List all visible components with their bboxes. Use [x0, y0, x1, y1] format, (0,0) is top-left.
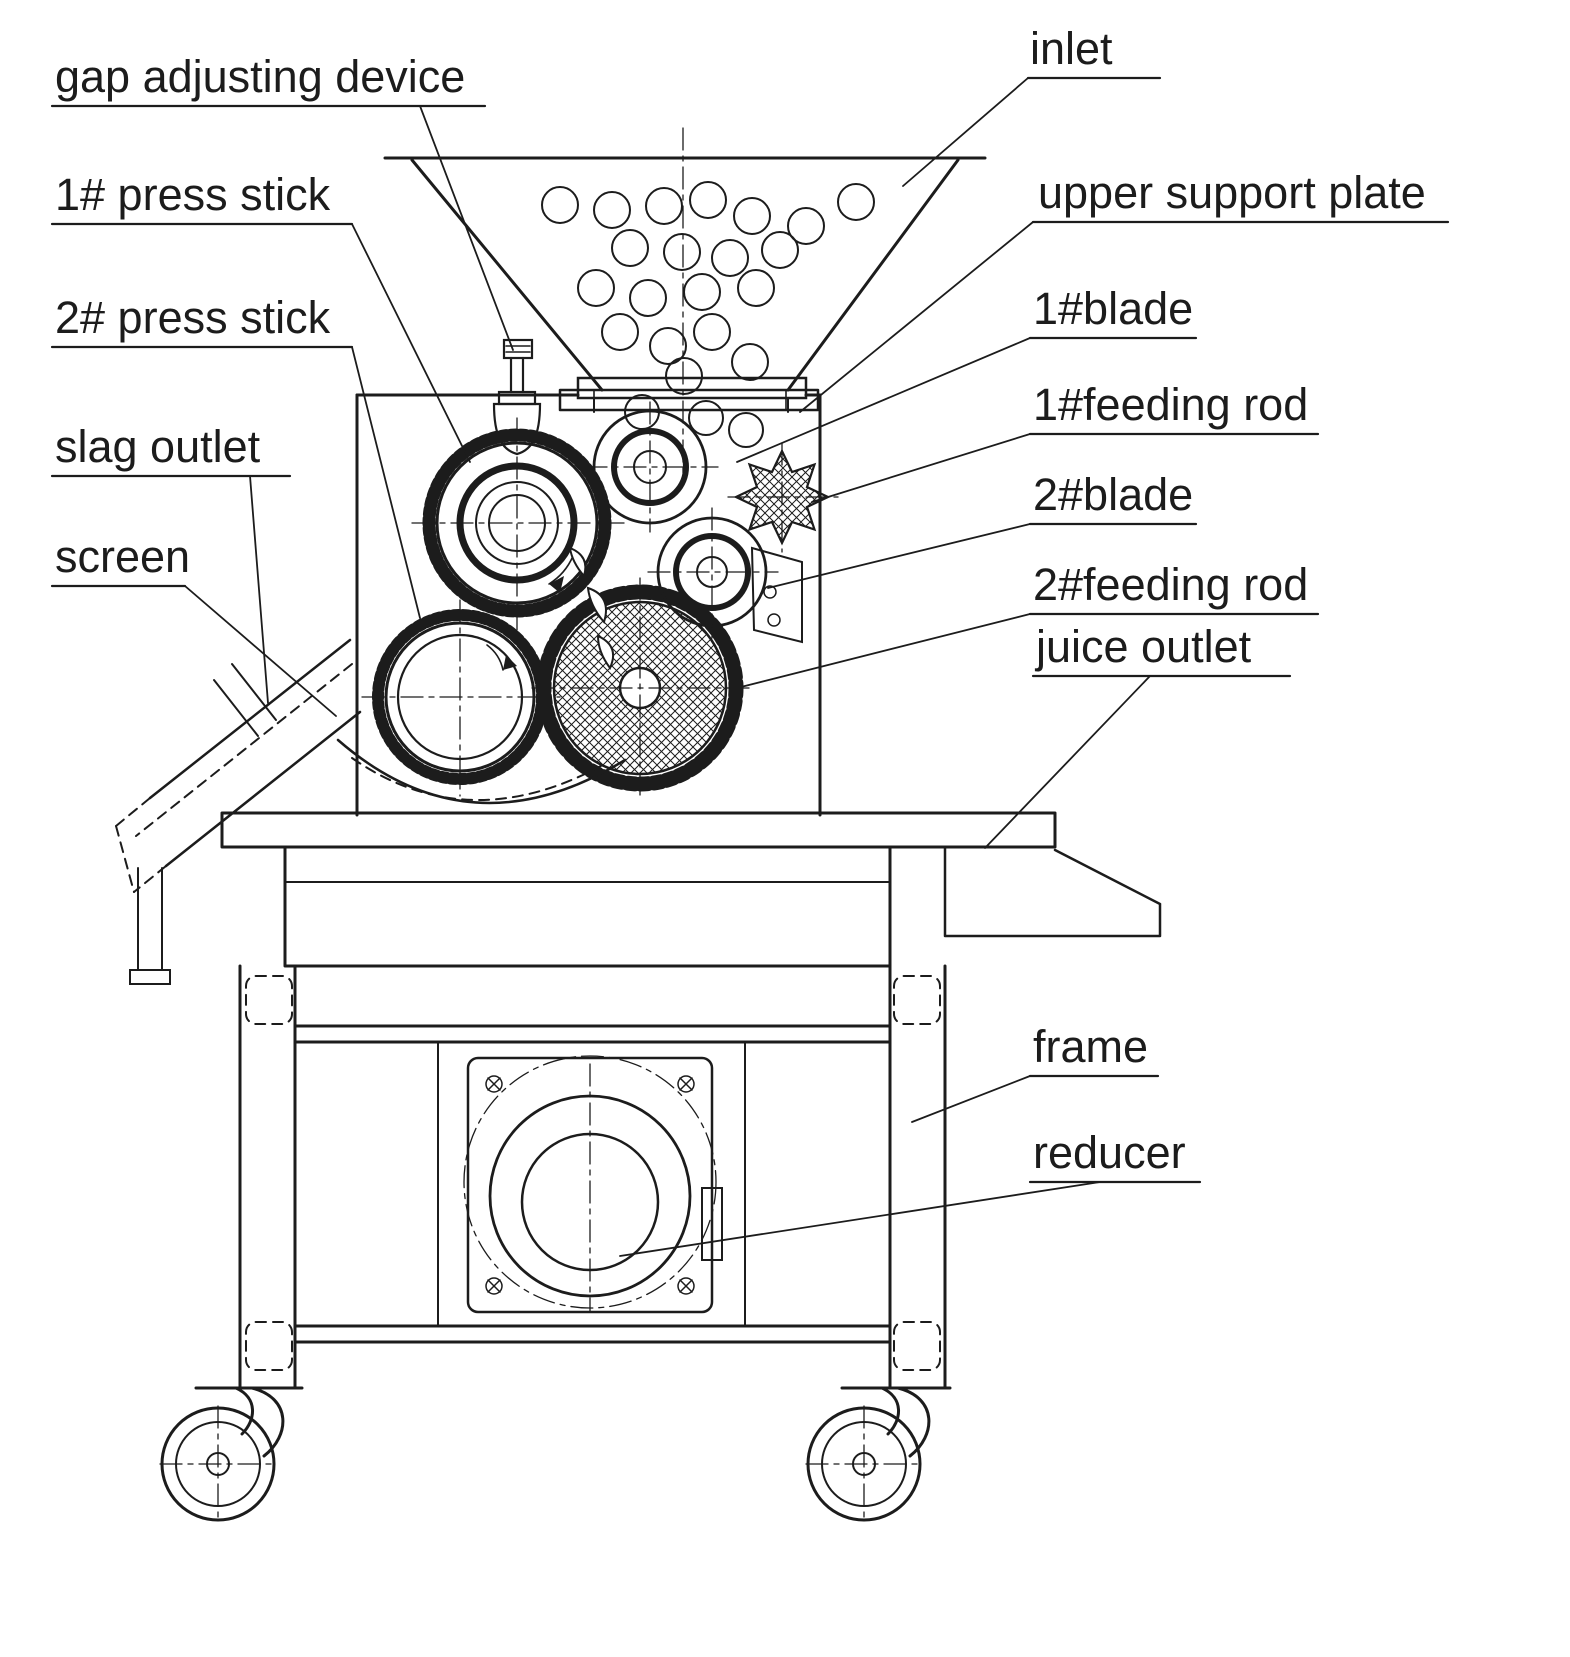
label-inlet: inlet [1030, 23, 1113, 74]
gap-adjusting-device [492, 338, 542, 456]
label-feeding-rod-2: 2#feeding rod [1033, 559, 1308, 610]
inlet-hopper [383, 127, 987, 481]
caster-left [159, 1386, 285, 1523]
press-housing [355, 393, 822, 817]
drip-pipe [129, 867, 171, 985]
support-table [220, 811, 1057, 849]
feeding-rod-1-star [727, 442, 839, 553]
label-frame: frame [1033, 1021, 1148, 1072]
upper-support-plate [558, 388, 820, 412]
feeding-rod-2-gear [531, 577, 753, 801]
blade-1 [584, 401, 719, 533]
callout-lines [50, 76, 1450, 1257]
label-press-stick-2: 2# press stick [55, 292, 331, 343]
mount-bolts [485, 1075, 695, 1295]
deflectors [568, 546, 614, 670]
juice-outlet-spout [943, 845, 1162, 938]
labels: gap adjusting device 1# press stick 2# p… [55, 23, 1426, 1178]
caster-right [805, 1386, 931, 1523]
label-juice-outlet: juice outlet [1034, 621, 1252, 672]
rotation-arrow-icon [503, 655, 517, 670]
rotation-arrow-icon [549, 576, 564, 593]
fruit-pieces [541, 181, 875, 448]
label-upper-support-plate: upper support plate [1038, 167, 1426, 218]
slag-outlet-chute [115, 638, 362, 893]
screen-curve [336, 738, 627, 805]
label-screen: screen [55, 531, 190, 582]
reducer-motor [463, 1055, 723, 1314]
collection-tank [283, 845, 892, 968]
label-reducer: reducer [1033, 1127, 1186, 1178]
label-blade-2: 2#blade [1033, 469, 1193, 520]
label-feeding-rod-1: 1#feeding rod [1033, 379, 1308, 430]
label-gap-adjusting-device: gap adjusting device [55, 51, 465, 102]
label-blade-1: 1#blade [1033, 283, 1193, 334]
press-stick-1-roller [411, 417, 625, 631]
label-slag-outlet: slag outlet [55, 421, 261, 472]
press-stick-2-roller [361, 599, 561, 797]
blade-2 [647, 507, 803, 644]
frame-structure [194, 964, 952, 1390]
label-press-stick-1: 1# press stick [55, 169, 331, 220]
